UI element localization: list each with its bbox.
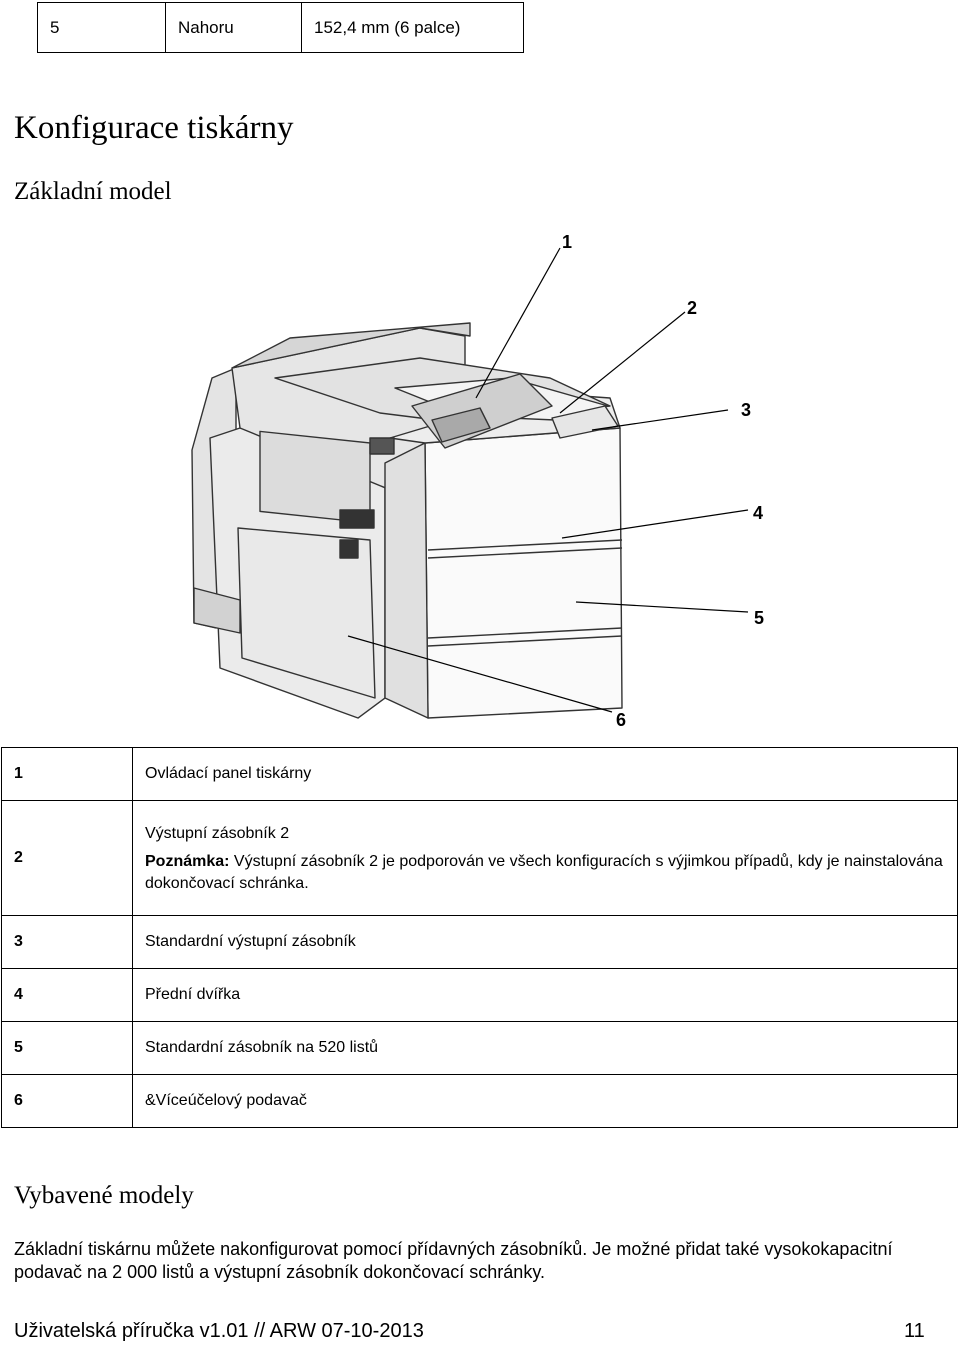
section-heading-equipped-models: Vybavené modely xyxy=(14,1182,194,1209)
part-description: Standardní zásobník na 520 listů xyxy=(132,1021,958,1075)
callout-4: 4 xyxy=(753,503,763,523)
part-number: 2 xyxy=(1,800,133,916)
section-heading-basic-model: Základní model xyxy=(14,178,172,205)
note: Poznámka: Výstupní zásobník 2 je podporo… xyxy=(145,851,945,895)
top-cell-position: Nahoru xyxy=(165,2,302,53)
table-row: 1 Ovládací panel tiskárny xyxy=(1,747,958,801)
table-row: 6 &Víceúčelový podavač xyxy=(1,1074,958,1128)
footer-page-number: 11 xyxy=(904,1320,925,1342)
footer-document-title: Uživatelská příručka v1.01 // ARW 07-10-… xyxy=(14,1320,424,1342)
top-cell-size: 152,4 mm (6 palce) xyxy=(301,2,524,53)
part-number: 3 xyxy=(1,915,133,969)
callout-1: 1 xyxy=(562,232,572,252)
table-row: 5 Standardní zásobník na 520 listů xyxy=(1,1021,958,1075)
part-number: 4 xyxy=(1,968,133,1022)
top-table-row: 5 Nahoru 152,4 mm (6 palce) xyxy=(37,2,524,53)
note-text: Výstupní zásobník 2 je podporován ve vše… xyxy=(145,853,943,892)
part-number: 6 xyxy=(1,1074,133,1128)
part-description-with-note: Výstupní zásobník 2 Poznámka: Výstupní z… xyxy=(132,800,958,916)
note-label: Poznámka: xyxy=(145,853,230,870)
body-paragraph: Základní tiskárnu můžete nakonfigurovat … xyxy=(14,1239,893,1282)
table-row: 3 Standardní výstupní zásobník xyxy=(1,915,958,969)
callout-2: 2 xyxy=(687,298,697,318)
table-row: 4 Přední dvířka xyxy=(1,968,958,1022)
table-row: 2 Výstupní zásobník 2 Poznámka: Výstupní… xyxy=(1,800,958,916)
top-cell-number: 5 xyxy=(37,2,166,53)
part-number: 1 xyxy=(1,747,133,801)
page-title: Konfigurace tiskárny xyxy=(14,110,294,146)
part-number: 5 xyxy=(1,1021,133,1075)
callout-3: 3 xyxy=(741,400,751,420)
part-description: Přední dvířka xyxy=(132,968,958,1022)
printer-illustration: 1 2 3 4 5 6 xyxy=(180,228,960,738)
parts-table: 1 Ovládací panel tiskárny 2 Výstupní zás… xyxy=(1,747,958,1128)
part-description: &Víceúčelový podavač xyxy=(132,1074,958,1128)
part-description: Standardní výstupní zásobník xyxy=(132,915,958,969)
printer-drawing: 1 2 3 4 5 6 xyxy=(191,232,764,730)
callout-5: 5 xyxy=(754,608,764,628)
part-description: Výstupní zásobník 2 xyxy=(145,825,290,842)
callout-6: 6 xyxy=(616,710,626,730)
part-description: Ovládací panel tiskárny xyxy=(132,747,958,801)
